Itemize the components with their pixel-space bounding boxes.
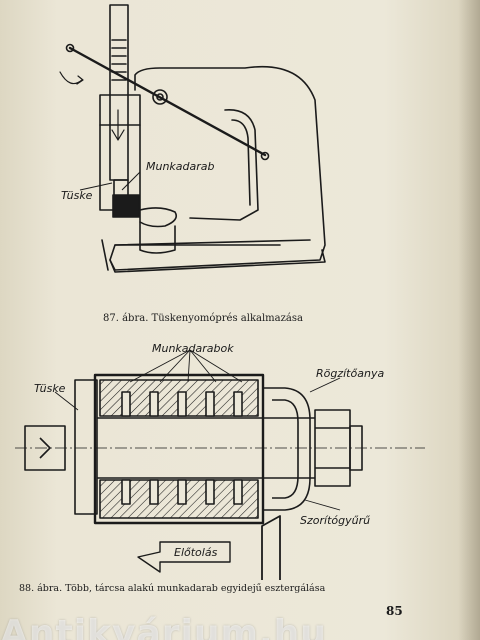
- label-mandrel-fig87: Tüske: [61, 189, 93, 202]
- page-edge-shadow: [458, 0, 480, 640]
- figure-88-caption: 88. ábra. Több, tárcsa alakú munkadarab …: [19, 583, 326, 594]
- label-clamp-ring: Szorítógyűrű: [300, 514, 371, 527]
- label-mandrel-fig88: Tüske: [34, 382, 66, 395]
- label-workpieces: Munkadarabok: [152, 342, 234, 355]
- figure-87-caption: 87. ábra. Tüskenyomóprés alkalmazása: [103, 313, 303, 324]
- watermark-logo: Antikvárium.hu: [0, 613, 327, 640]
- figure-87-mandrel-press-drawing: [59, 4, 326, 273]
- figure-88-multi-disc-turning-drawing: [15, 349, 425, 580]
- page-number: 85: [386, 604, 403, 618]
- label-feed: Előtolás: [174, 546, 218, 559]
- label-workpiece: Munkadarab: [146, 160, 215, 173]
- label-clamp-nut: Rögzítőanya: [316, 367, 385, 380]
